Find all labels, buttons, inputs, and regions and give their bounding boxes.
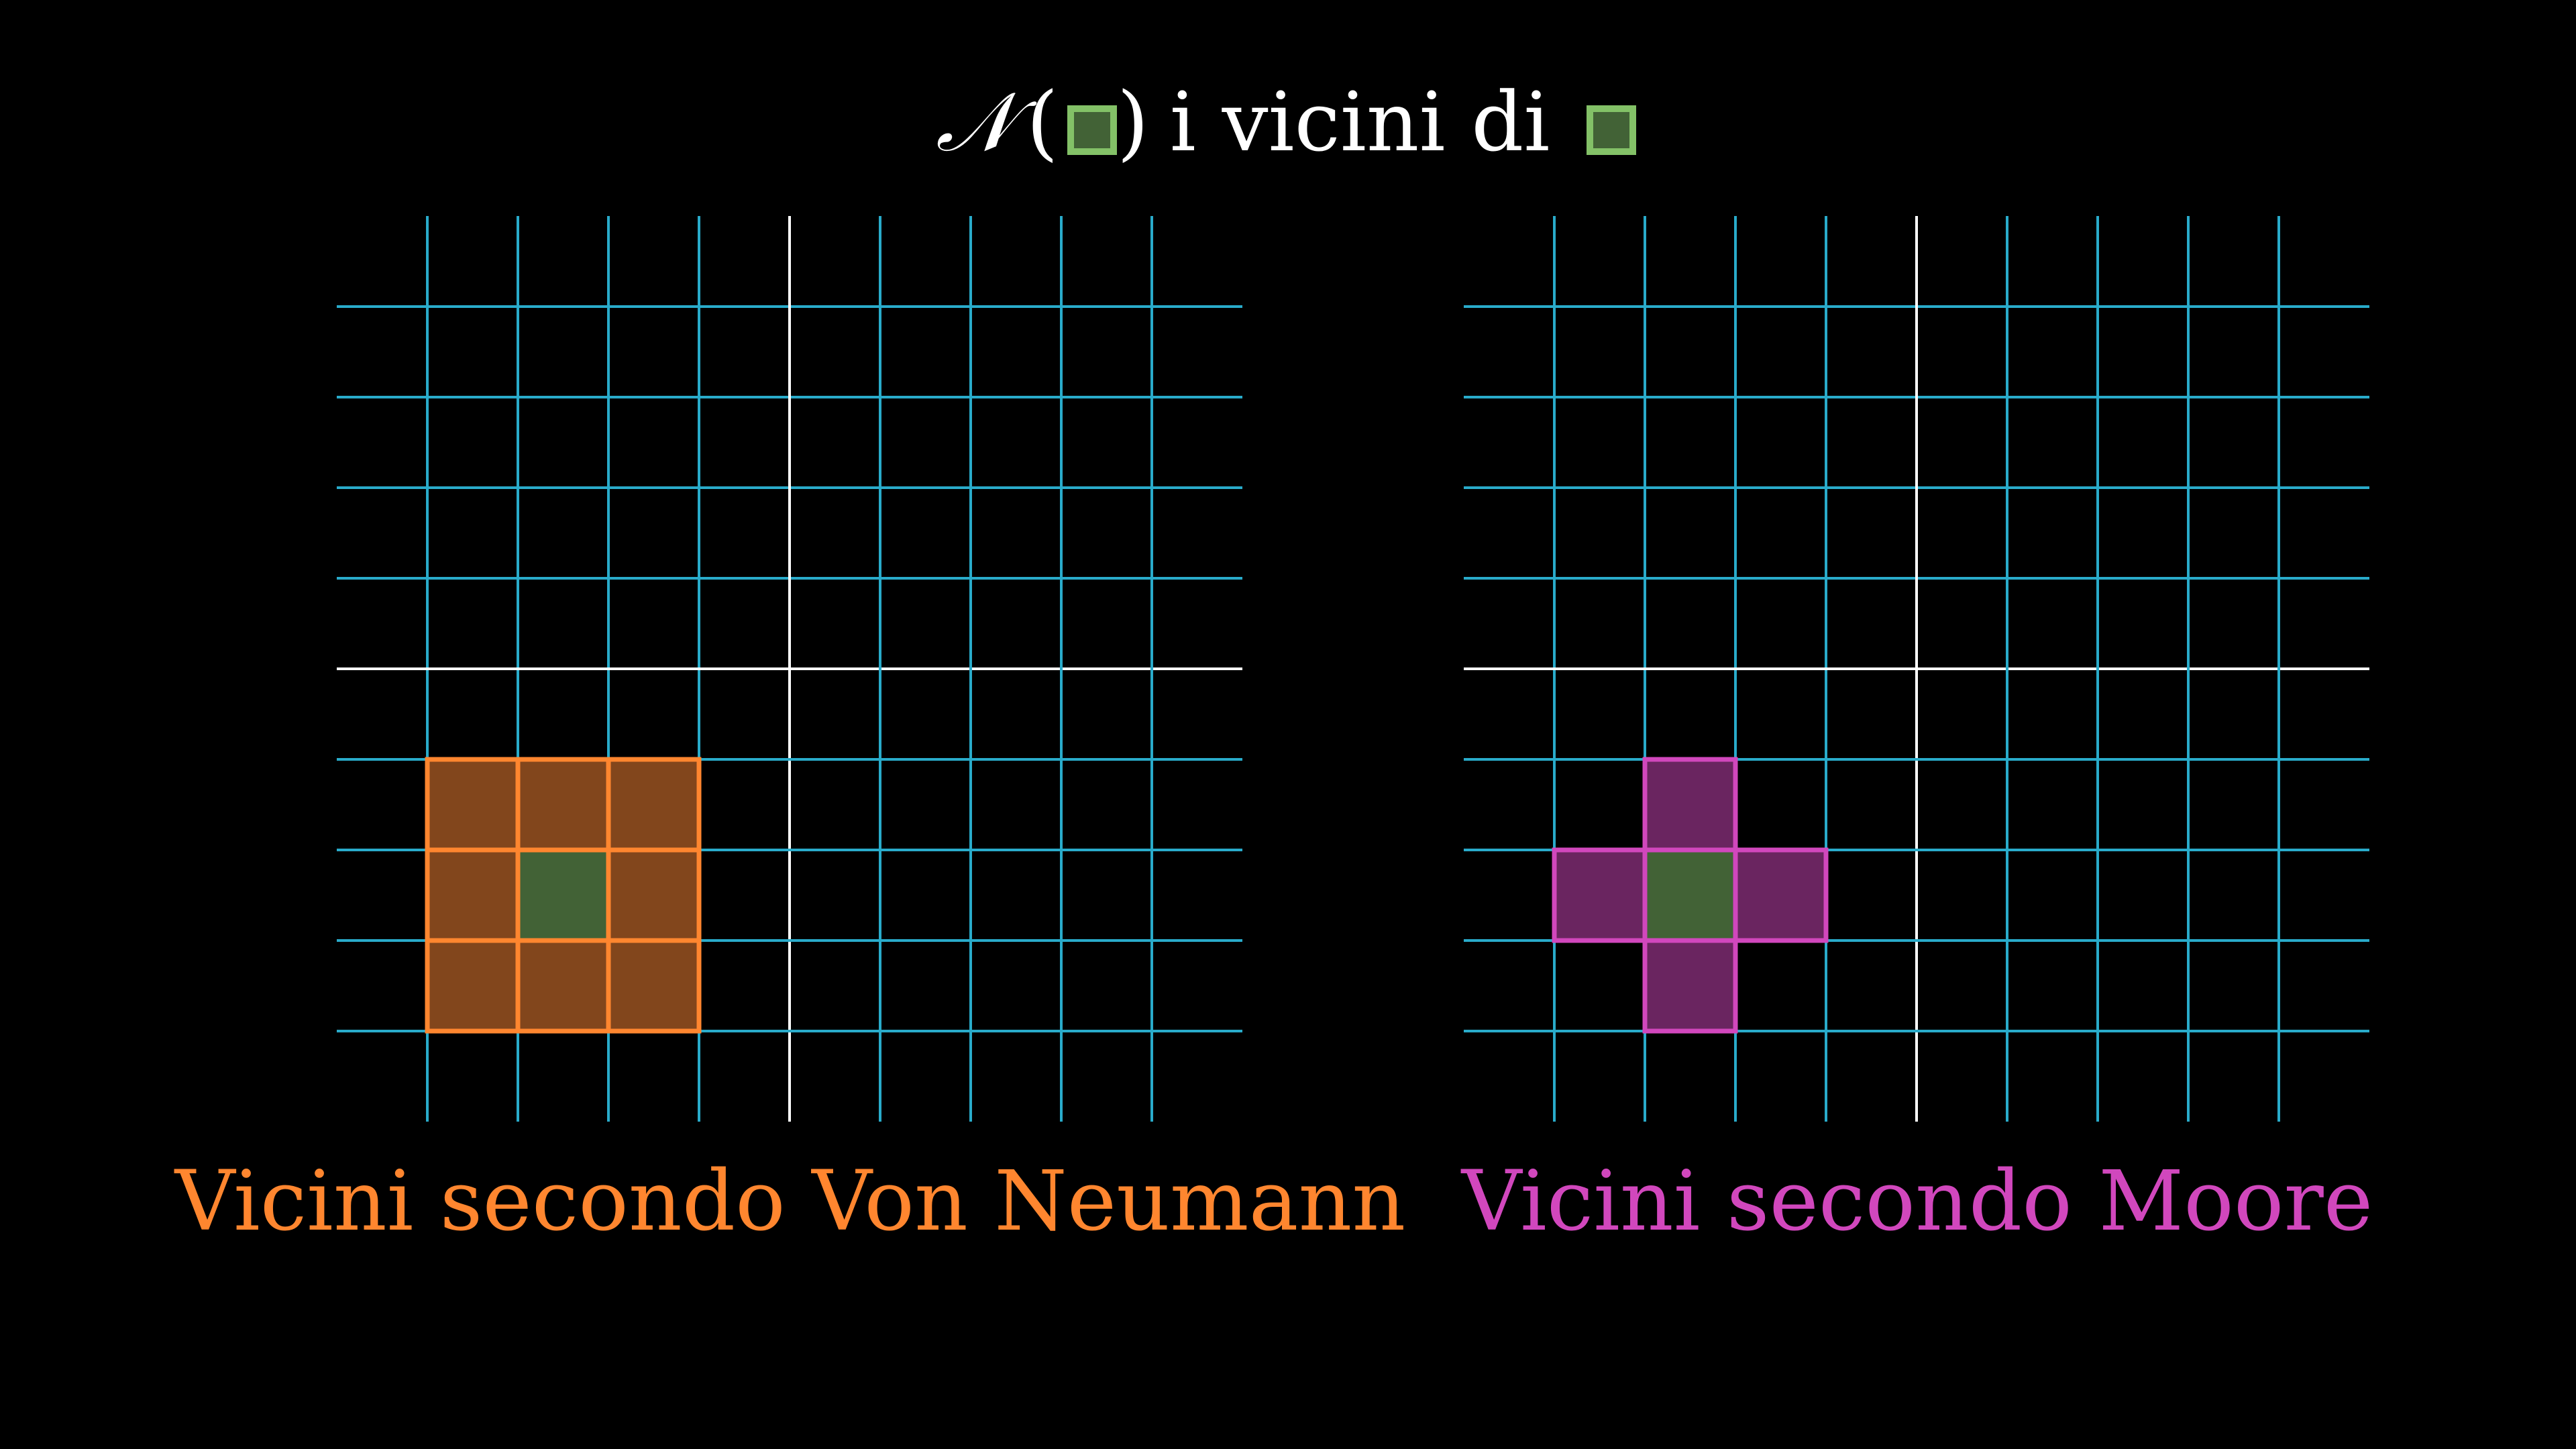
neighbor-cell — [515, 757, 611, 853]
title-open-paren: ( — [1026, 74, 1059, 170]
title-target-cell-icon — [1587, 105, 1636, 155]
title-center-cell-icon — [1067, 105, 1117, 155]
title: 𝒩 ( ) i vicini di — [936, 74, 1636, 170]
center-cell — [1647, 852, 1733, 938]
neighbor-cell — [1733, 847, 1829, 943]
center-cell — [520, 852, 606, 938]
neighbor-cell — [1552, 847, 1648, 943]
von-neumann-caption: Vicini secondo Von Neumann — [174, 1153, 1406, 1250]
neighbor-cell — [1642, 757, 1738, 853]
neighbor-cell — [425, 847, 521, 943]
von-neumann-grid — [337, 216, 1242, 1122]
neighbor-cell — [606, 847, 702, 943]
neighbor-cell — [425, 938, 521, 1034]
neighbor-cell — [515, 938, 611, 1034]
neighbor-cell — [425, 757, 521, 853]
moore-grid — [1464, 216, 2369, 1122]
neighbor-cell — [1642, 938, 1738, 1034]
neighbor-cell — [606, 757, 702, 853]
moore-caption: Vicini secondo Moore — [1460, 1153, 2373, 1250]
title-close-paren: ) — [1117, 74, 1149, 170]
neighbor-cell — [606, 938, 702, 1034]
title-text: i vicini di — [1144, 74, 1576, 170]
